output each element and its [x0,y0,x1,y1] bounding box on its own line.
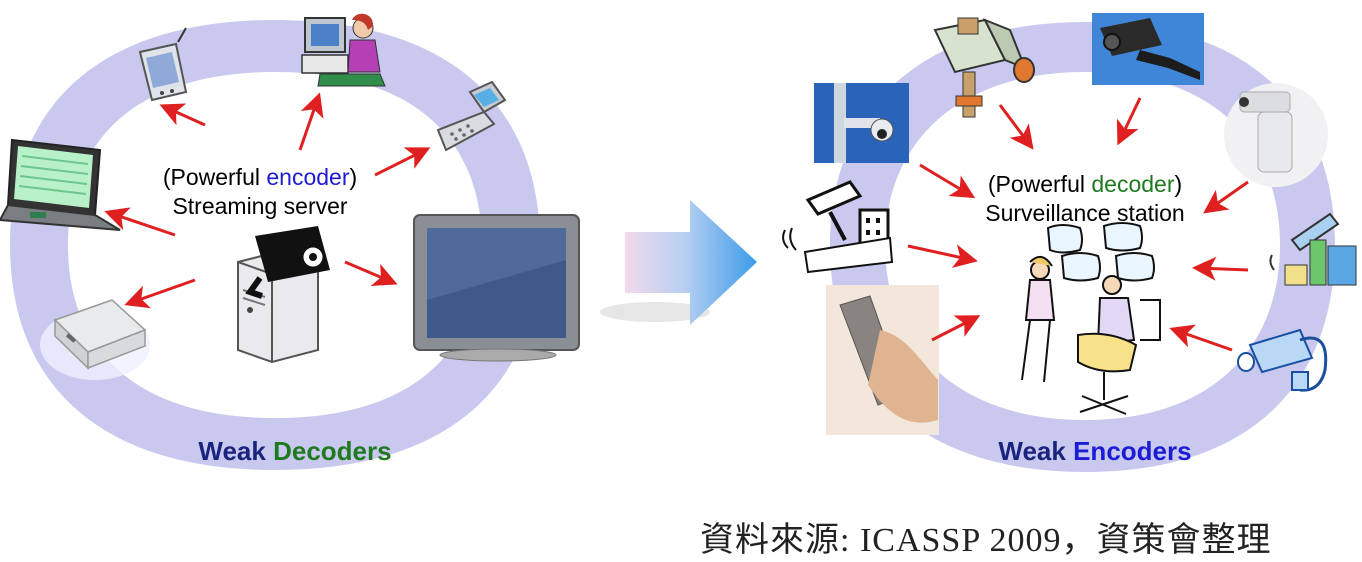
dome-camera-photo [814,83,909,163]
left-arrows [104,92,431,309]
set-top-box-icon [40,299,150,380]
right-center-line1: (Powerful decoder) [945,170,1225,199]
right-arrows [907,97,1249,352]
left-center-line1: (Powerful encoder) [120,163,400,192]
right-center-keyword: decoder [1091,171,1175,197]
left-center-label: (Powerful encoder) Streaming server [120,163,400,221]
left-center-open: (Powerful [162,164,267,190]
right-center-label: (Powerful decoder) Surveillance station [945,170,1225,228]
building-camera-clipart-right [1269,212,1357,286]
right-bottom-keyword: Encoders [1073,436,1192,466]
right-bottom-label: Weak Encoders [950,436,1240,467]
arrow-from-ptz-camera [1203,180,1249,214]
pda-icon [138,27,188,102]
left-center-line2: Streaming server [172,193,348,219]
arrow-from-blue-camera [1169,324,1233,352]
arrow-to-pda [159,103,206,127]
arrow-to-laptop [104,207,176,237]
right-bottom-prefix: Weak [998,436,1074,466]
arrow-to-desktop [298,92,324,151]
left-bottom-prefix: Weak [198,436,274,466]
flip-phone-icon [436,80,507,152]
streaming-server-icon [237,226,330,364]
tv-monitor-icon [413,214,580,362]
arrow-from-building-camera [907,244,978,268]
arrow-from-cctv [998,104,1034,150]
left-center-keyword: encoder [266,164,350,190]
cctv-camera-clipart [933,17,1035,118]
arrow-from-right-building [1192,256,1249,281]
arrow-from-sky-camera [1116,97,1142,146]
surveillance-operators-clipart [1021,222,1161,415]
building-camera-clipart-left [782,180,894,274]
arrow-to-settopbox [124,278,196,309]
sky-camera-photo [1092,13,1204,85]
right-center-open: (Powerful [987,171,1092,197]
arrow-to-phone [374,147,431,177]
arrow-from-phone-photo [931,315,981,342]
transition-arrow [600,200,757,325]
arrow-to-tv [344,260,398,286]
blue-camera-clipart [1237,328,1328,392]
left-bottom-label: Weak Decoders [150,436,440,467]
source-caption: 資料來源: ICASSP 2009，資策會整理 [700,522,1272,559]
desktop-user-icon [301,13,386,87]
left-bottom-keyword: Decoders [273,436,392,466]
laptop-icon [0,138,121,231]
right-center-line2: Surveillance station [985,200,1185,226]
hand-phone-photo [826,285,939,435]
ptz-camera-photo [1224,83,1328,187]
arrow-from-dome-camera [919,163,976,199]
left-center-close: ) [349,164,358,190]
right-center-close: ) [1174,171,1183,197]
